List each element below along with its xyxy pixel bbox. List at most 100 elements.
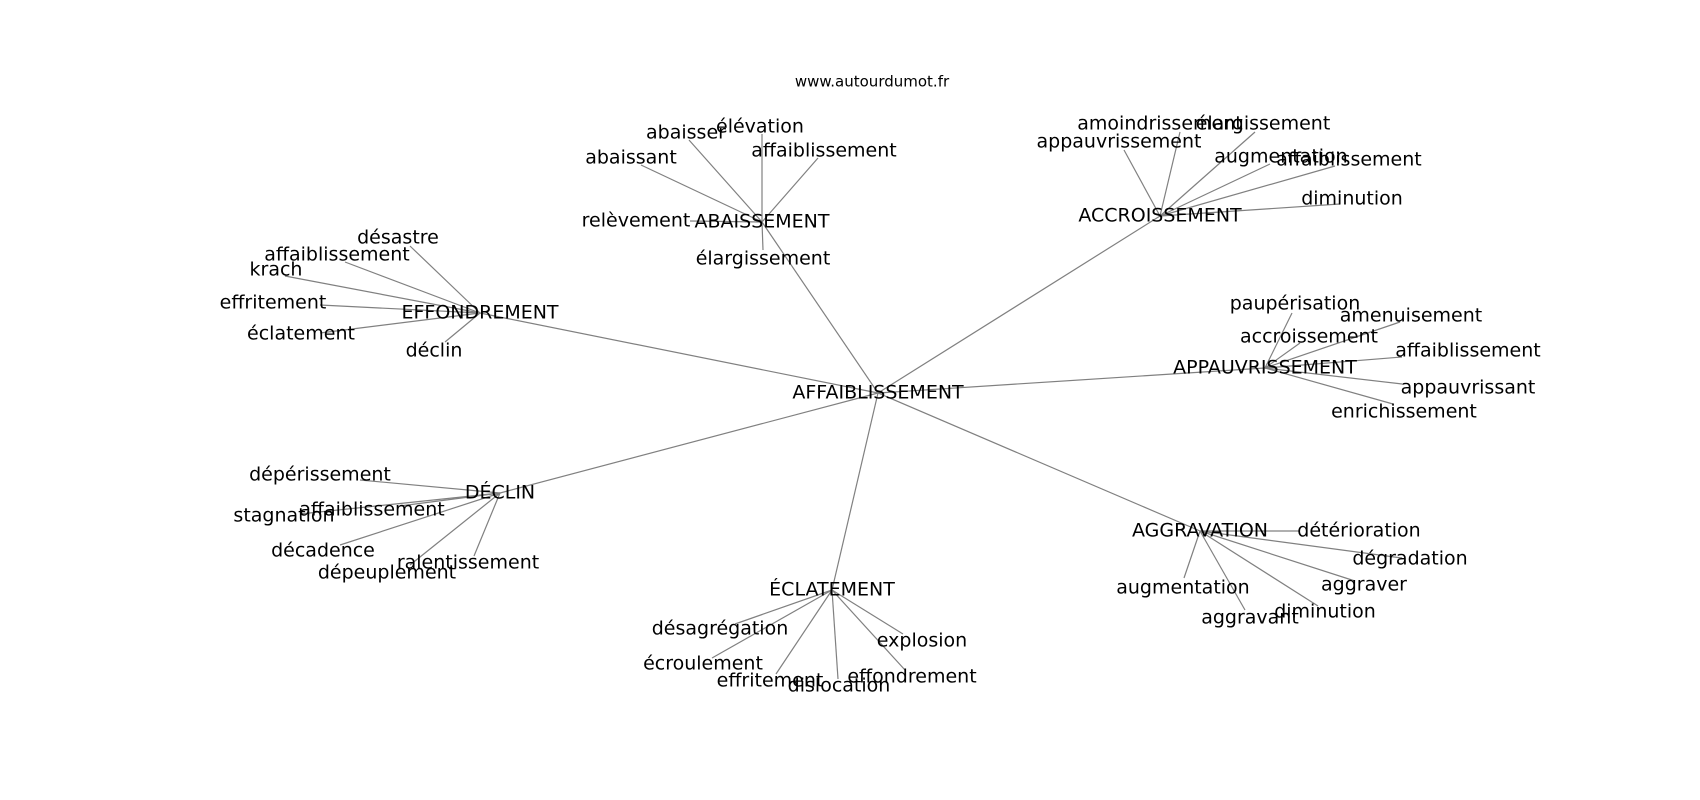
- edge-center-appauvrissement: [877, 367, 1266, 394]
- edge-effondrement-leaf: [319, 312, 481, 334]
- leaf-node-label[interactable]: décadence: [271, 540, 375, 562]
- hub-node-label-appauvrissement[interactable]: APPAUVRISSEMENT: [1173, 357, 1357, 379]
- leaf-node-label[interactable]: éclatement: [247, 323, 355, 345]
- edge-aggravation-leaf: [1199, 530, 1356, 582]
- leaf-node-label[interactable]: dépérissement: [249, 464, 391, 486]
- edge-center-accroissement: [877, 215, 1161, 394]
- edge-declin-leaf: [299, 492, 501, 515]
- hub-node-label-declin[interactable]: DÉCLIN: [465, 481, 535, 504]
- edge-aggravation-leaf: [1199, 530, 1403, 559]
- edge-abaissement-leaf: [640, 164, 763, 223]
- leaf-node-label[interactable]: dislocation: [788, 675, 891, 697]
- edge-eclatement-leaf: [711, 589, 833, 659]
- leaf-node-label[interactable]: augmentation: [1214, 146, 1347, 168]
- leaf-node-label[interactable]: explosion: [877, 630, 967, 652]
- edge-center-effondrement: [479, 312, 879, 394]
- leaf-node-label[interactable]: dégradation: [1352, 548, 1467, 570]
- edge-appauvrissement-leaf: [1264, 342, 1301, 369]
- edge-center-eclatement: [831, 392, 879, 591]
- graph-labels: www.autourdumot.fr AFFAIBLISSEMENT ABAISS…: [220, 73, 1541, 697]
- leaf-node-label[interactable]: élévation: [716, 116, 804, 138]
- edge-accroissement-leaf: [1159, 131, 1181, 217]
- edge-abaissement-leaf: [761, 157, 819, 223]
- leaf-node-label[interactable]: dépeuplement: [318, 562, 456, 584]
- edge-eclatement-leaf: [831, 589, 839, 680]
- source-label[interactable]: www.autourdumot.fr: [795, 73, 950, 91]
- edge-aggravation-leaf: [1199, 530, 1246, 611]
- leaf-node-label[interactable]: affaiblissement: [299, 499, 444, 521]
- leaf-node-label[interactable]: écroulement: [643, 653, 763, 675]
- edge-eclatement-leaf: [775, 589, 833, 675]
- edge-declin-leaf: [409, 492, 501, 566]
- leaf-node-label[interactable]: paupérisation: [1230, 293, 1361, 315]
- edge-effondrement-leaf: [319, 304, 481, 314]
- leaf-node-label[interactable]: déclin: [406, 340, 463, 362]
- edge-eclatement-leaf: [831, 589, 906, 671]
- edge-abaissement-leaf: [761, 221, 764, 251]
- leaf-node-label[interactable]: désagrégation: [652, 618, 789, 640]
- edge-appauvrissement-leaf: [1264, 367, 1394, 405]
- edge-eclatement-leaf: [831, 589, 904, 635]
- leaf-node-label[interactable]: appauvrissement: [1037, 131, 1202, 153]
- leaf-node-label[interactable]: effondrement: [847, 666, 976, 688]
- leaf-node-label[interactable]: accroissement: [1240, 326, 1378, 348]
- leaf-node-label[interactable]: désastre: [357, 227, 439, 249]
- leaf-node-label[interactable]: relèvement: [582, 210, 691, 232]
- leaf-node-label[interactable]: appauvrissant: [1401, 377, 1536, 399]
- edge-center-declin: [499, 392, 879, 494]
- leaf-node-label[interactable]: affaiblissement: [1276, 149, 1421, 171]
- edge-effondrement-leaf: [409, 245, 481, 314]
- leaf-node-label[interactable]: aggravant: [1201, 607, 1299, 629]
- leaf-node-label[interactable]: élargissement: [696, 248, 831, 270]
- edge-center-abaissement: [761, 221, 879, 394]
- center-node-label[interactable]: AFFAIBLISSEMENT: [792, 382, 964, 404]
- leaf-node-label[interactable]: affaiblissement: [1395, 340, 1540, 362]
- leaf-node-label[interactable]: stagnation: [233, 505, 334, 527]
- leaf-node-label[interactable]: krach: [250, 259, 303, 281]
- hub-node-label-accroissement[interactable]: ACCROISSEMENT: [1078, 205, 1242, 227]
- edge-effondrement-leaf: [444, 312, 481, 343]
- hub-node-label-abaissement[interactable]: ABAISSEMENT: [695, 211, 830, 233]
- edge-accroissement-leaf: [1123, 149, 1161, 217]
- edge-aggravation-leaf: [1199, 530, 1319, 607]
- edge-appauvrissement-leaf: [1264, 367, 1403, 385]
- leaf-node-label[interactable]: abaissant: [585, 147, 677, 169]
- hub-node-label-effondrement[interactable]: EFFONDREMENT: [401, 302, 558, 324]
- leaf-node-label[interactable]: détérioration: [1297, 520, 1420, 542]
- edge-accroissement-leaf: [1159, 131, 1256, 217]
- edge-accroissement-leaf: [1159, 203, 1341, 217]
- leaf-node-label[interactable]: diminution: [1274, 601, 1376, 623]
- edge-aggravation-leaf: [1183, 530, 1201, 579]
- edge-declin-leaf: [339, 492, 501, 546]
- leaf-node-label[interactable]: enrichissement: [1331, 401, 1477, 423]
- edge-abaissement-leaf: [688, 139, 763, 223]
- leaf-node-label[interactable]: diminution: [1301, 188, 1403, 210]
- leaf-node-label[interactable]: aggraver: [1321, 574, 1407, 596]
- leaf-node-label[interactable]: affaiblissement: [751, 140, 896, 162]
- leaf-node-label[interactable]: abaisser: [646, 122, 726, 144]
- edge-appauvrissement-leaf: [1264, 312, 1293, 369]
- leaf-node-label[interactable]: affaiblissement: [264, 244, 409, 266]
- graph-edges: [284, 131, 1403, 680]
- edge-accroissement-leaf: [1159, 163, 1271, 217]
- leaf-node-label[interactable]: effritement: [220, 292, 327, 314]
- edge-eclatement-leaf: [734, 589, 833, 625]
- edge-center-aggravation: [877, 392, 1201, 532]
- edge-appauvrissement-leaf: [1264, 356, 1403, 369]
- leaf-node-label[interactable]: amenuisement: [1340, 305, 1482, 327]
- hub-node-label-aggravation[interactable]: AGGRAVATION: [1132, 520, 1268, 542]
- leaf-node-label[interactable]: augmentation: [1116, 577, 1249, 599]
- edge-effondrement-leaf: [344, 261, 481, 314]
- edge-accroissement-leaf: [1159, 165, 1336, 217]
- leaf-node-label[interactable]: ralentissement: [397, 552, 539, 574]
- edge-declin-leaf: [473, 492, 501, 557]
- leaf-node-label[interactable]: élargissement: [1196, 113, 1331, 135]
- edge-appauvrissement-leaf: [1264, 321, 1401, 369]
- edge-declin-leaf: [359, 479, 501, 494]
- leaf-node-label[interactable]: amoindrissement: [1077, 113, 1242, 135]
- hub-node-label-eclatement[interactable]: ÉCLATEMENT: [769, 578, 895, 601]
- leaf-node-label[interactable]: effritement: [717, 670, 824, 692]
- edge-effondrement-leaf: [284, 275, 481, 314]
- edge-abaissement-leaf: [689, 220, 763, 223]
